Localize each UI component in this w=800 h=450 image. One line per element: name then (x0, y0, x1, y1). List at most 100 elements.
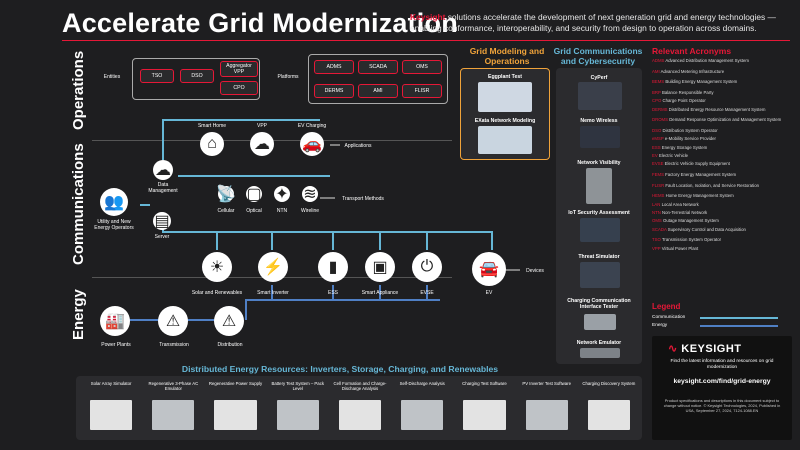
der-product-image (401, 400, 444, 430)
der-product-image (276, 400, 319, 430)
entity-dso: DSO (180, 69, 214, 83)
subtitle-text: solutions accelerate the development of … (410, 12, 776, 33)
acronym-item: VPP Virtual Power Plant (652, 246, 792, 251)
acronym-abbr: HEMS (652, 193, 666, 199)
platform-oms: OMS (402, 60, 442, 74)
acronym-abbr: AMI (652, 68, 661, 74)
acronym-item: FLISR Fault Location, Isolation, and Ser… (652, 183, 792, 188)
platforms-label: Platforms (277, 74, 299, 80)
acronym-item: eMSP e-Mobility Service Provider (652, 136, 792, 141)
cloud-icon: ☁ (153, 160, 173, 180)
transport-cellular: Cellular (217, 208, 235, 214)
acronym-abbr: VPP (652, 245, 662, 251)
acronym-definition: Home Energy Management System (665, 193, 734, 199)
acronym-item: DROMS Demand Response Optimization and M… (652, 117, 792, 122)
app-ev-charging: EV Charging (297, 123, 327, 129)
cloud-bolt-icon: ☁ (250, 132, 274, 156)
transport-wireline: Wireline (300, 208, 320, 214)
app-smart-home: Smart Home (197, 123, 227, 129)
device-ess: ESS (327, 290, 338, 296)
device-smart-inverter: Smart Inverter (257, 290, 289, 296)
platform-derms: DERMS (314, 84, 354, 98)
acronym-abbr: DERMS (652, 106, 669, 112)
power-plant-icon: 🏭 (100, 306, 130, 336)
acronym-definition: Factory Energy Management System (665, 172, 737, 177)
acronym-definition: Advanced Metering Infrastructure (660, 68, 725, 74)
satellite-icon: ✦ (274, 186, 290, 203)
entities-label: Entities (103, 74, 121, 80)
acronym-abbr: DROMS (652, 117, 670, 123)
acronym-item: LAN Local Area Network (652, 202, 792, 207)
product-charging-interface: Charging Communication Interface Tester (567, 298, 631, 310)
legend-communication: Communication (652, 315, 686, 320)
acronym-item: TSO Transmission System Operator (652, 237, 792, 242)
applications-label: Applications (344, 143, 372, 149)
acronym-definition: Outage Management System (662, 218, 719, 224)
footer-url[interactable]: keysight.com/find/grid-energy (673, 378, 771, 385)
nemo-screenshot (580, 126, 620, 148)
acronym-definition: Distributed Energy Resource Management S… (668, 106, 766, 112)
product-iot-security: IoT Security Assessment (568, 210, 630, 216)
acronym-definition: Fault Location, Isolation, and Service R… (665, 182, 760, 188)
der-product-label: Solar Array Simulator (90, 381, 132, 386)
acronym-item: NTN Non-Terrestrial Network (652, 210, 792, 215)
grid-comms-title: Grid Communications and Cybersecurity (553, 46, 643, 66)
data-management-label: Data Management (148, 182, 178, 194)
acronym-definition: Advanced Distribution Management System (665, 58, 749, 63)
devices-label: Devices (526, 268, 544, 274)
charging-tester-image (584, 314, 616, 330)
der-product-image (525, 400, 568, 430)
iot-security-screenshot (580, 218, 620, 242)
acronyms-title: Relevant Acronyms (652, 46, 732, 56)
product-cyperf: CyPerf (590, 75, 608, 81)
legend-energy: Energy (652, 323, 668, 328)
ev-charging-icon: 🚗 (300, 132, 324, 156)
product-exata: EXata Network Modeling (474, 118, 536, 124)
platform-scada: SCADA (358, 60, 398, 74)
acronym-item: EVSE Electric Vehicle Supply Equipment (652, 161, 792, 166)
network-emulator-image (580, 348, 620, 358)
der-product-image (338, 400, 382, 430)
product-nemo: Nemo Wireless (580, 118, 618, 124)
header-divider (62, 40, 790, 41)
acronym-abbr: FLISR (652, 182, 666, 188)
der-product-label: Regenerative 3-Phase AC Emulator (148, 381, 199, 391)
transport-ntn: NTN (276, 208, 288, 214)
transmission-tower-icon: ⚠ (158, 306, 188, 336)
acronym-item: DERMS Distributed Energy Resource Manage… (652, 107, 792, 112)
app-vpp: VPP (256, 123, 267, 129)
der-product-image (587, 400, 630, 430)
acronym-definition: Local Area Network (661, 201, 699, 207)
platform-flisr: FLISR (402, 84, 442, 98)
grid-transmission: Transmission (159, 342, 189, 348)
device-solar: Solar and Renewables (191, 290, 243, 296)
battery-icon: ▮ (318, 252, 348, 282)
network-visibility-image (586, 168, 612, 204)
acronym-abbr: BEMS (652, 79, 666, 85)
acronym-abbr: ESS (652, 144, 662, 150)
server-icon: ▤ (153, 212, 171, 230)
device-evse: EVSE (420, 290, 434, 296)
cellular-icon: 📡 (216, 186, 236, 203)
acronym-abbr: EVSE (652, 161, 665, 167)
acronym-definition: Distribution System Operator (662, 127, 718, 133)
grid-modeling-title: Grid Modeling and Operations (469, 46, 545, 66)
product-network-emulator: Network Emulator (576, 340, 622, 346)
platform-ami: AMI (358, 84, 398, 98)
acronym-item: BEMS Building Energy Management System (652, 79, 792, 84)
acronym-item: HEMS Home Energy Management System (652, 193, 792, 198)
der-product-image (152, 400, 195, 430)
acronym-abbr: DSO (652, 127, 663, 133)
acronym-item: DSO Distribution System Operator (652, 128, 792, 133)
grid-power-plants: Power Plants (101, 342, 131, 348)
product-threat-simulator: Threat Simulator (578, 254, 620, 260)
der-product-label: Battery Test System – Pack Level (271, 381, 324, 391)
ev-icon: 🚘 (472, 252, 506, 286)
acronym-definition: Energy Storage System (661, 144, 708, 150)
acronym-abbr: BRP (652, 89, 662, 95)
acronym-definition: Non-Terrestrial Network (662, 210, 708, 215)
server-label: Server (154, 234, 170, 240)
eggplant-screenshot (478, 82, 532, 112)
acronym-abbr: TSO (652, 237, 662, 243)
der-product-label: Charging Discovery System (582, 381, 636, 386)
